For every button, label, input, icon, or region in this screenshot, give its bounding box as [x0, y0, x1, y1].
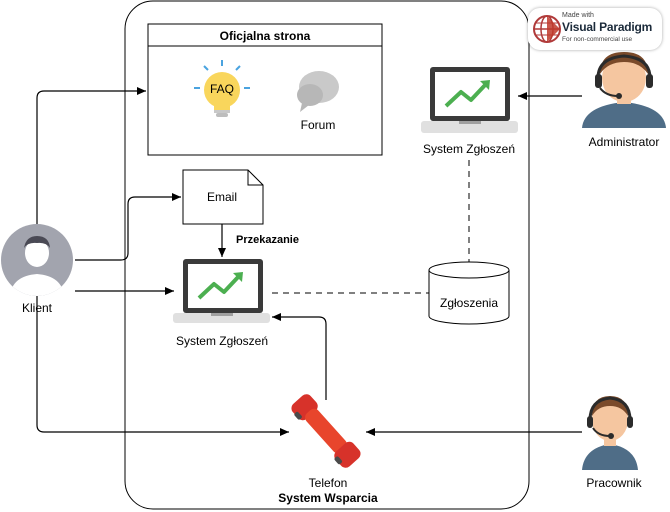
forward-label: Przekazanie	[236, 234, 299, 246]
forum-chat-icon	[297, 71, 339, 112]
ticket-system-laptop-main	[173, 259, 270, 323]
watermark-line3: For non-commercial use	[562, 36, 633, 43]
website-box	[147, 23, 383, 156]
client-avatar-icon	[1, 224, 73, 296]
client-to-phone-arrow	[36, 296, 289, 436]
watermark-line2: Visual Paradigm	[562, 20, 653, 34]
ticket-system-laptop-admin	[421, 67, 518, 133]
worker-avatar-icon	[582, 396, 638, 470]
website-title: Oficjalna strona	[219, 29, 311, 43]
tickets-database	[428, 261, 510, 325]
faq-label: FAQ	[209, 82, 234, 96]
forum-label: Forum	[300, 118, 336, 132]
visual-paradigm-watermark: Made with Visual Paradigm For non-commer…	[528, 8, 662, 50]
phone-label: Telefon	[308, 476, 348, 490]
phone-to-system-arrow	[272, 313, 327, 400]
ticket-system-main-label: System Zgłoszeń	[175, 334, 269, 348]
admin-label: Administrator	[588, 135, 660, 149]
watermark-line1: Made with	[562, 12, 594, 19]
ticket-system-admin-label: System Zgłoszeń	[422, 142, 516, 156]
admin-avatar-icon	[582, 52, 666, 128]
email-document	[182, 169, 264, 225]
database-label: Zgłoszenia	[439, 296, 499, 310]
faq-bulb-icon	[194, 60, 250, 117]
client-to-email-arrow	[75, 193, 181, 261]
client-label: Klient	[21, 301, 53, 315]
boundary-title: System Wsparcia	[278, 491, 378, 505]
client-to-website-arrow	[36, 87, 146, 224]
worker-label: Pracownik	[586, 476, 642, 490]
phone-handset-icon	[291, 394, 361, 468]
globe-logo-icon	[533, 15, 561, 43]
system-boundary	[124, 0, 530, 510]
email-label: Email	[206, 190, 237, 204]
